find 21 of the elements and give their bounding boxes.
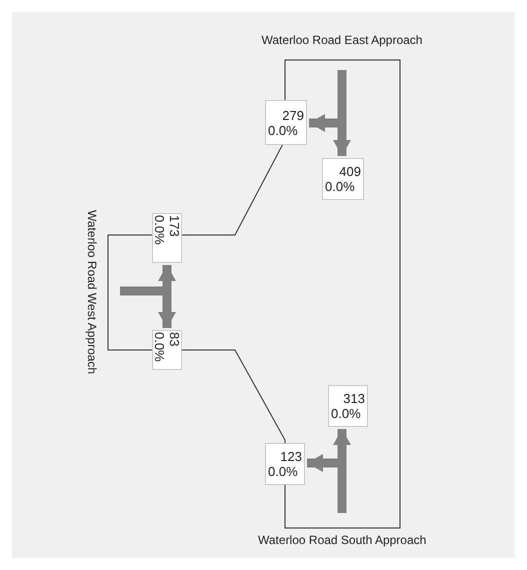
percentage: 0.0% — [325, 179, 356, 194]
count-box — [328, 385, 368, 427]
approach-label: Waterloo Road South Approach — [258, 533, 426, 547]
approach-label: Waterloo Road East Approach — [262, 33, 422, 47]
count-box — [265, 100, 307, 145]
count-box — [322, 158, 364, 200]
vehicle-count: 173 — [167, 215, 182, 239]
count-box — [152, 213, 182, 263]
vehicle-count: 123 — [279, 449, 302, 464]
percentage: 0.0% — [268, 122, 299, 138]
count-box — [265, 443, 305, 485]
vehicle-count: 83 — [167, 332, 182, 348]
approach-label: Waterloo Road West Approach — [85, 210, 99, 374]
percentage: 0.0% — [268, 464, 299, 479]
vehicle-count: 409 — [338, 164, 361, 179]
percentage: 0.0% — [331, 406, 362, 421]
vehicle-count: 313 — [342, 391, 365, 406]
vehicle-count: 279 — [281, 108, 304, 122]
count-box — [152, 330, 182, 370]
percentage: 0.0% — [152, 332, 167, 364]
percentage: 0.0% — [152, 215, 167, 247]
